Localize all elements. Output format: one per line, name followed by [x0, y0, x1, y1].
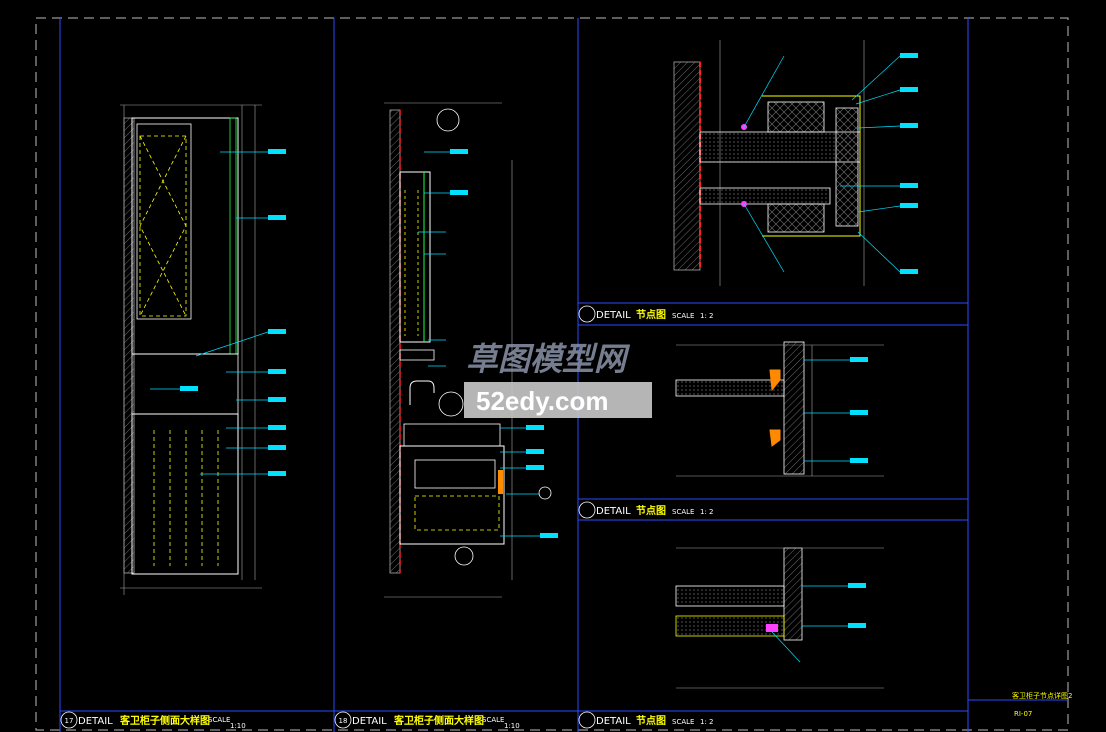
title-scale-value: 1:10 — [504, 722, 520, 730]
title-name: 节点图 — [636, 504, 666, 517]
title-node-section-1: DETAIL 节点图 SCALE 1: 2 — [578, 305, 714, 323]
title-node-section-2: DETAIL 节点图 SCALE 1: 2 — [578, 501, 714, 519]
sheet-name: 客卫柜子节点详图2 — [1012, 691, 1072, 700]
title-scale-label: SCALE — [672, 718, 694, 726]
title-number: 18 — [339, 717, 348, 725]
title-scale-value: 1: 2 — [700, 508, 714, 516]
sheet-frame — [35, 17, 1069, 732]
title-scale-label: SCALE — [672, 508, 694, 516]
watermark-cn: 草图模型网 — [466, 340, 631, 378]
node-detail-bottom — [675, 547, 884, 689]
title-number: 17 — [65, 717, 74, 725]
title-word: DETAIL — [596, 506, 631, 517]
title-name: 客卫柜子侧面大样图 — [393, 714, 484, 727]
node-detail-middle — [675, 341, 884, 477]
title-scale-label: SCALE — [208, 716, 230, 724]
title-detail-17: 17 DETAIL 客卫柜子侧面大样图 SCALE 1:10 — [60, 711, 246, 730]
sheet-info: 客卫柜子节点详图2 RI-07 — [1012, 691, 1072, 718]
title-node-bottom: DETAIL 节点图 SCALE 1: 2 — [578, 711, 714, 729]
title-scale-value: 1: 2 — [700, 718, 714, 726]
title-scale-value: 1: 2 — [700, 312, 714, 320]
title-name: 节点图 — [636, 714, 666, 727]
title-word: DETAIL — [596, 716, 631, 727]
title-scale-label: SCALE — [672, 312, 694, 320]
title-scale-label: SCALE — [482, 716, 504, 724]
sheet-code: RI-07 — [1014, 710, 1032, 718]
title-detail-18: 18 DETAIL 客卫柜子侧面大样图 SCALE 1:10 — [334, 711, 520, 730]
title-name: 客卫柜子侧面大样图 — [119, 714, 210, 727]
node-detail-top — [673, 40, 918, 286]
detail-17-drawing — [120, 104, 286, 595]
title-scale-value: 1:10 — [230, 722, 246, 730]
title-word: DETAIL — [596, 310, 631, 321]
watermark-url: 52edy.com — [476, 386, 608, 416]
detail-18-drawing — [384, 102, 558, 598]
title-word: DETAIL — [352, 716, 387, 727]
watermark: 草图模型网 52edy.com — [464, 340, 652, 418]
title-word: DETAIL — [78, 716, 113, 727]
title-name: 节点图 — [636, 308, 666, 321]
